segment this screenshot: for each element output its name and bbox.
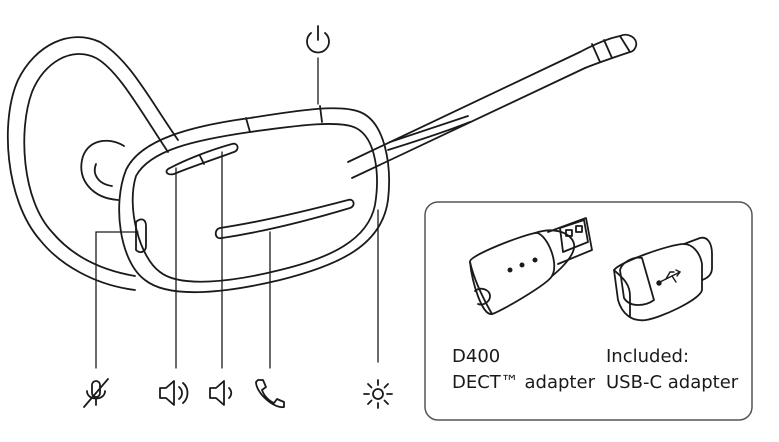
callout-lines: [95, 57, 379, 369]
power-icon: [306, 25, 330, 54]
headset: [6, 33, 638, 369]
indicator-light-icon: [363, 379, 393, 409]
call-icon: [255, 379, 285, 408]
usb-icon: [656, 269, 681, 286]
volume-down-icon: [209, 380, 233, 406]
mute-icon: [83, 378, 109, 408]
usbc-label: Included:: [606, 346, 690, 367]
adapters-box: [424, 201, 753, 421]
ear-hook: [6, 36, 179, 291]
boom-arm: [347, 33, 638, 179]
d400-dongle: [469, 217, 593, 315]
d400-label: D400: [452, 346, 501, 367]
volume-up-icon: [159, 380, 189, 406]
usbc-adapter: [613, 236, 713, 322]
headset-body: [118, 105, 390, 294]
usbc-sublabel: USB-C adapter: [606, 372, 739, 393]
d400-sublabel: DECT™ adapter: [452, 372, 595, 393]
